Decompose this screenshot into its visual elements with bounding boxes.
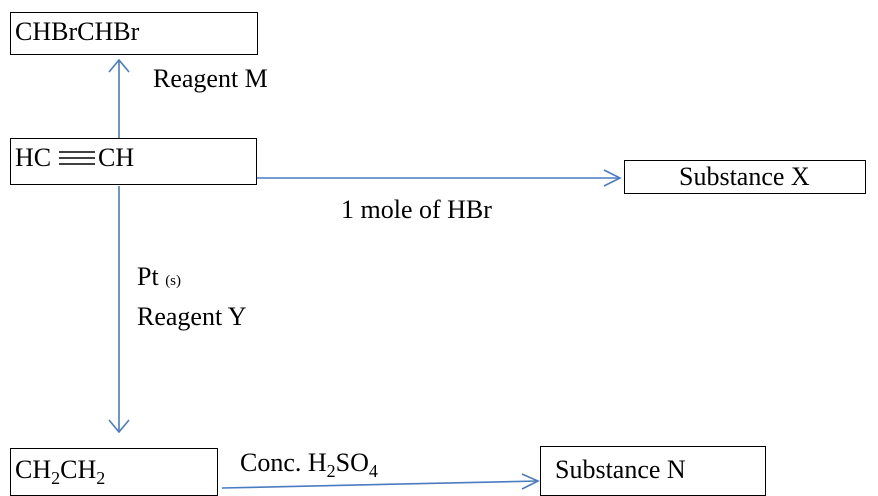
- substance-x-box: Substance X: [624, 160, 866, 194]
- arrowhead-down: [108, 419, 130, 434]
- arrowhead-up: [108, 58, 130, 73]
- conc-acid-label: Conc. H2SO4: [240, 448, 378, 481]
- arrowhead-right-n: [521, 473, 540, 490]
- substance-n-box: Substance N: [540, 446, 766, 496]
- triple-bond-icon: [59, 151, 95, 165]
- ethyne-box: HC CH: [10, 138, 257, 185]
- reagent-m-label: Reagent M: [153, 64, 268, 93]
- reagent-y-label: Reagent Y: [137, 302, 247, 331]
- dibromide-box: CHBrCHBr: [10, 12, 258, 55]
- substance-x-label: Substance X: [679, 162, 810, 191]
- arrow-to-substance-n: [221, 480, 539, 489]
- substance-n-label: Substance N: [555, 455, 686, 484]
- ethyne-left: HC: [15, 143, 52, 172]
- ethyne-right: CH: [98, 143, 135, 172]
- ethene-box: CH2CH2: [10, 448, 218, 496]
- hbr-label: 1 mole of HBr: [341, 195, 492, 224]
- ethene-formula: CH2CH2: [15, 455, 106, 488]
- arrowhead-right-x: [603, 169, 622, 187]
- dibromide-formula: CHBrCHBr: [15, 17, 140, 46]
- pt-label: Pt (s): [137, 262, 182, 291]
